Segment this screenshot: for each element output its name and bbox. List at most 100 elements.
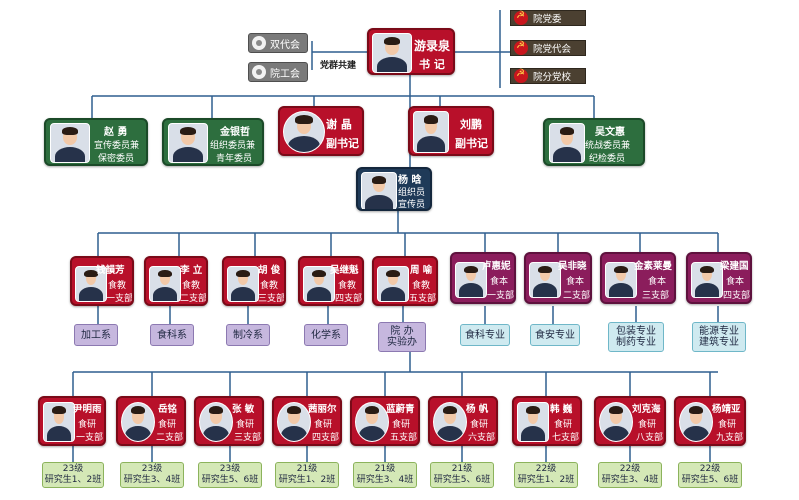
branch-secretary-name: 韩 巍 <box>550 404 573 415</box>
branch-unit: 食研 <box>158 420 177 430</box>
branch-unit: 食研 <box>392 420 411 430</box>
branch-card: 吴继魁 食教 四支部 <box>298 256 364 306</box>
union-icon <box>252 36 266 50</box>
branch-number: 八支部 <box>636 433 664 443</box>
branch-number: 三支部 <box>258 294 286 304</box>
dept-tag: 制冷系 <box>226 324 270 346</box>
branch-card: 梁建国 食本 四支部 <box>686 252 752 304</box>
member-role: 纪检委员 <box>589 154 626 164</box>
party-emblem-icon <box>514 10 528 25</box>
branch-secretary-name: 梁建国 <box>720 261 749 272</box>
dept-tag: 包装专业 制药专业 <box>608 322 664 352</box>
unit-yuangonghui: 院工会 <box>248 62 308 82</box>
cohort-tag: 22级 研究生1、2班 <box>514 462 578 488</box>
grad-branch-card: 张 敏 食研 三支部 <box>194 396 264 446</box>
member-role: 统战委员兼 <box>585 141 631 151</box>
secretary-photo <box>303 266 335 302</box>
branch-unit: 食教 <box>338 281 357 291</box>
member-photo <box>549 123 585 163</box>
branch-card: 周 喻 食教 五支部 <box>372 256 438 306</box>
secretary-photo <box>199 402 233 442</box>
secretary-photo <box>277 402 311 442</box>
branch-secretary-name: 蓝蔚青 <box>386 404 415 415</box>
cohort-tag: 23级 研究生1、2班 <box>42 462 104 488</box>
branch-secretary-name: 杨 帆 <box>466 404 489 415</box>
cohort-tag: 23级 研究生3、4班 <box>120 462 184 488</box>
dept-tag: 院 办 实验办 <box>378 322 426 352</box>
secretary-photo <box>691 262 723 298</box>
secretary-photo <box>599 402 633 442</box>
branch-card: 金素莱曼 食本 三支部 <box>600 252 676 304</box>
branch-number: 四支部 <box>312 433 340 443</box>
member-photo <box>283 111 325 153</box>
member-name: 刘鹏 <box>460 118 482 131</box>
secretary-photo <box>43 402 75 442</box>
branch-unit: 食本 <box>726 277 745 287</box>
unit-label: 院党委 <box>533 14 562 25</box>
branch-card: 李 立 食教 二支部 <box>144 256 208 306</box>
secretary-photo <box>75 266 107 302</box>
unit-label: 院工会 <box>270 68 300 80</box>
branch-number: 七支部 <box>552 433 580 443</box>
secretary-photo <box>121 402 155 442</box>
branch-secretary-name: 刘克海 <box>632 404 661 415</box>
cohort-tag: 21级 研究生1、2班 <box>275 462 339 488</box>
cohort-tag: 23级 研究生5、6班 <box>198 462 262 488</box>
branch-secretary-name: 胡 俊 <box>258 265 281 276</box>
organizer-card: 杨 晗 组织员 宣传员 <box>356 167 432 211</box>
member-name: 赵 勇 <box>104 127 128 138</box>
branch-unit: 食研 <box>718 420 737 430</box>
branch-unit: 食教 <box>260 281 279 291</box>
secretary-photo <box>377 266 409 302</box>
branch-number: 一支部 <box>76 433 104 443</box>
member-name: 金银哲 <box>220 127 250 138</box>
grad-branch-card: 茜丽尔 食研 四支部 <box>272 396 342 446</box>
branch-unit: 食研 <box>638 420 657 430</box>
committee-card: 谢 晶 副书记 <box>278 106 364 156</box>
branch-number: 一支部 <box>487 291 515 301</box>
union-icon <box>252 65 266 79</box>
organizer-name: 杨 晗 <box>398 175 422 186</box>
committee-card: 刘鹏 副书记 <box>408 106 494 156</box>
unit-party-congress: 院党代会 <box>510 40 586 56</box>
branch-card: 卢惠妮 食本 一支部 <box>450 252 516 304</box>
branch-card: 钱韻芳 食教 一支部 <box>70 256 134 306</box>
grad-branch-card: 岳铭 食研 二支部 <box>116 396 186 446</box>
branch-card: 胡 俊 食教 三支部 <box>222 256 286 306</box>
secretary-photo <box>433 402 467 442</box>
branch-number: 二支部 <box>563 291 591 301</box>
branch-unit: 食教 <box>412 281 431 291</box>
branch-secretary-name: 张 敏 <box>232 404 255 415</box>
organizer-role: 组织员 <box>398 188 426 198</box>
branch-unit: 食教 <box>182 281 201 291</box>
branch-secretary-name: 茜丽尔 <box>308 404 337 415</box>
branch-number: 六支部 <box>468 433 496 443</box>
branch-unit: 食研 <box>236 420 255 430</box>
grad-branch-card: 蓝蔚青 食研 五支部 <box>350 396 420 446</box>
organizer-role: 宣传员 <box>398 200 426 210</box>
unit-label: 双代会 <box>270 39 300 51</box>
dept-tag: 能源专业 建筑专业 <box>692 322 746 352</box>
secretary-photo <box>149 266 181 302</box>
branch-unit: 食研 <box>554 420 573 430</box>
committee-card: 吴文惠 统战委员兼 纪检委员 <box>543 118 645 166</box>
organizer-photo <box>361 172 397 209</box>
branch-card: 吴非晓 食本 二支部 <box>524 252 592 304</box>
branch-secretary-name: 吴继魁 <box>330 265 359 276</box>
branch-unit: 食研 <box>470 420 489 430</box>
secretary-photo <box>227 266 259 302</box>
member-name: 谢 晶 <box>326 118 352 131</box>
member-photo <box>413 111 449 153</box>
branch-number: 九支部 <box>716 433 744 443</box>
branch-number: 四支部 <box>723 291 751 301</box>
joint-label: 党群共建 <box>320 61 357 71</box>
secretary-photo <box>605 262 637 298</box>
branch-secretary-name: 杨靖亚 <box>712 404 741 415</box>
dept-tag: 化学系 <box>304 324 348 346</box>
cohort-tag: 22级 研究生5、6班 <box>678 462 742 488</box>
branch-secretary-name: 金素莱曼 <box>634 261 673 272</box>
branch-secretary-name: 岳铭 <box>158 404 178 415</box>
secretary-photo <box>355 402 389 442</box>
branch-unit: 食本 <box>566 277 585 287</box>
branch-number: 一支部 <box>106 294 134 304</box>
